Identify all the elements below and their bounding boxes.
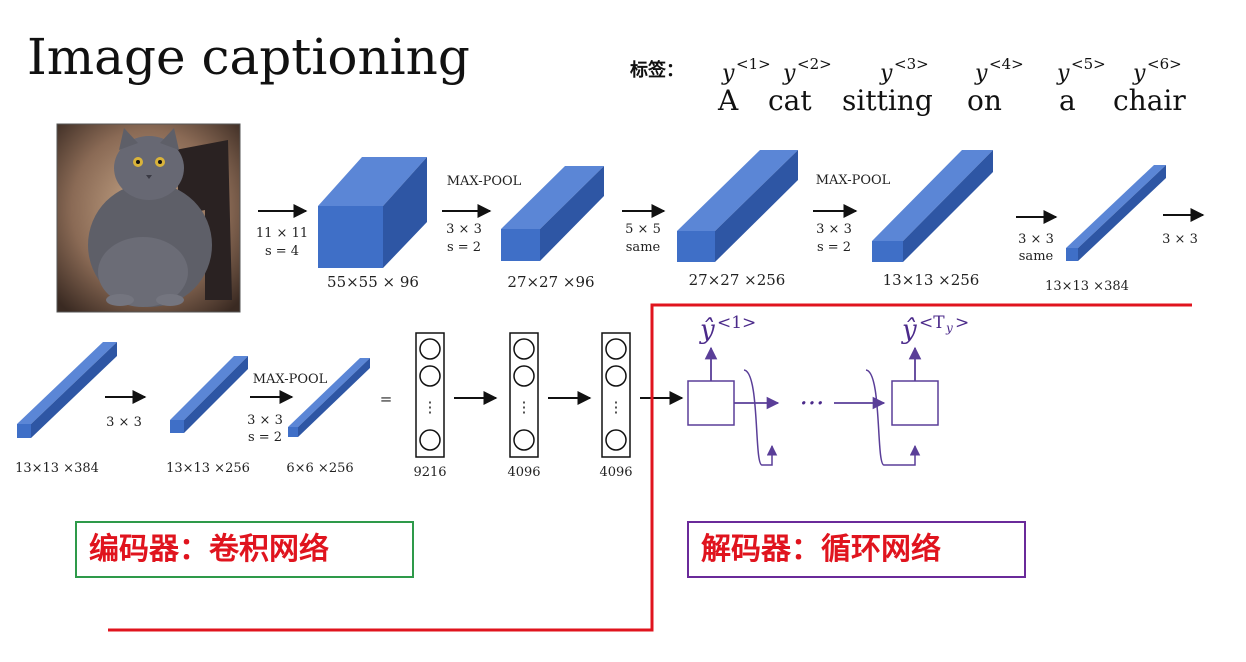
rnn-output-sup-T: <T (919, 313, 945, 333)
decoder-label: 解码器：循环网络 (687, 521, 1026, 578)
caption-word-3: sitting (842, 84, 933, 117)
op-line1: 3 × 3 (106, 415, 142, 430)
fc-size-label: 9216 (413, 465, 446, 480)
caption-y-5: y (1056, 61, 1070, 86)
op-conv-3x3-a: 3 × 3 (1162, 208, 1205, 247)
op-line1: 3 × 3 (816, 222, 852, 237)
volume-4: 13×13 ×256 (872, 150, 993, 289)
volume-label: 6×6 ×256 (286, 461, 353, 476)
caption-y-sup-2: <2> (797, 55, 832, 73)
op-line1: 3 × 3 (247, 413, 283, 428)
op-line2: s = 2 (817, 240, 851, 255)
fc-size-label: 4096 (599, 465, 632, 480)
rnn-output-sup-1: <1> (717, 313, 756, 333)
op-top: MAX-POOL (447, 174, 522, 189)
caption-word-4: on (967, 84, 1002, 117)
caption-tokens: y <1> y <2> y <3> y <4> y <5> y <6> A ca… (717, 55, 1186, 117)
volume-8: 6×6 ×256 (286, 358, 370, 476)
volume-2: 27×27 ×96 (501, 166, 604, 291)
neuron-dots: ⋮ (517, 398, 532, 416)
neuron-icon (419, 338, 441, 360)
volume-label: 55×55 × 96 (327, 273, 419, 291)
encoder-decoder-divider (108, 303, 1192, 632)
cat-photo (56, 123, 241, 313)
op-line1: 3 × 3 (1162, 232, 1198, 247)
caption-y-1: y (721, 61, 735, 86)
equals-sign: = (380, 390, 393, 408)
volume-5: 13×13 ×384 (1045, 165, 1166, 294)
neuron-icon (513, 365, 535, 387)
volume-6: 13×13 ×384 (15, 342, 117, 476)
volume-label: 13×13 ×256 (166, 461, 250, 476)
volume-label: 13×13 ×384 (15, 461, 99, 476)
volume-3: 27×27 ×256 (677, 150, 798, 289)
rnn-output-close-T: > (955, 313, 969, 333)
op-maxpool-3: MAX-POOL 3 × 3 s = 2 (247, 372, 328, 445)
op-line1: 3 × 3 (446, 222, 482, 237)
neuron-dots: ⋮ (423, 398, 438, 416)
caption-word-6: chair (1113, 84, 1186, 117)
page-title: Image captioning (27, 28, 470, 86)
neuron-dots: ⋮ (609, 398, 624, 416)
op-line2: s = 2 (248, 430, 282, 445)
caption-y-2: y (782, 61, 796, 86)
volume-label: 27×27 ×96 (507, 273, 594, 291)
caption-y-sup-3: <3> (894, 55, 929, 73)
rnn-output-sub-T: y (945, 321, 953, 335)
caption-word-1: A (717, 84, 739, 117)
volume-label: 27×27 ×256 (689, 271, 786, 289)
op-conv-3x3-same: 3 × 3 same (1016, 210, 1058, 264)
caption-y-sup-1: <1> (736, 55, 771, 73)
rnn-cell-1 (687, 380, 735, 426)
caption-prefix: 标签： (629, 59, 684, 81)
op-maxpool-1: MAX-POOL 3 × 3 s = 2 (442, 174, 522, 255)
caption-y-sup-5: <5> (1071, 55, 1106, 73)
rnn-output-hat-T: ŷ (901, 315, 917, 345)
fc-size-label: 4096 (507, 465, 540, 480)
caption-word-5: a (1059, 84, 1076, 117)
op-line2: s = 2 (447, 240, 481, 255)
volume-7: 13×13 ×256 (166, 356, 250, 476)
op-line1: 11 × 11 (256, 226, 308, 241)
op-line1: 3 × 3 (1018, 232, 1054, 247)
caption-y-sup-4: <4> (989, 55, 1024, 73)
volume-label: 13×13 ×384 (1045, 279, 1129, 294)
neuron-icon (605, 338, 627, 360)
op-top: MAX-POOL (253, 372, 328, 387)
neuron-icon (605, 365, 627, 387)
caption-word-2: cat (768, 84, 812, 117)
neuron-icon (513, 338, 535, 360)
op-conv-3x3-b: 3 × 3 (105, 390, 147, 430)
rnn-cell-T (891, 380, 939, 426)
rnn-output-hat-1: ŷ (699, 315, 715, 345)
op-top: MAX-POOL (816, 173, 891, 188)
neuron-icon (419, 365, 441, 387)
volume-label: 13×13 ×256 (883, 271, 980, 289)
caption-y-3: y (879, 61, 893, 86)
rnn-ellipsis: ··· (800, 389, 825, 419)
neuron-icon (605, 429, 627, 451)
op-line2: same (1019, 249, 1054, 264)
rnn-decoder: ŷ <1> ··· ŷ <T y > (687, 313, 969, 466)
fc-layer-1: ⋮ 9216 (413, 332, 447, 480)
op-conv-11x11: 11 × 11 s = 4 (256, 204, 308, 259)
fc-layer-3: ⋮ 4096 (599, 332, 633, 480)
caption-y-sup-6: <6> (1147, 55, 1182, 73)
feedback-curve-1 (743, 369, 778, 466)
op-line2: s = 4 (265, 244, 299, 259)
op-line1: 5 × 5 (625, 222, 661, 237)
volume-1: 55×55 × 96 (318, 157, 427, 291)
encoder-label: 编码器：卷积网络 (75, 521, 414, 578)
op-maxpool-2: MAX-POOL 3 × 3 s = 2 (813, 173, 891, 255)
fc-layer-2: ⋮ 4096 (507, 332, 541, 480)
neuron-icon (513, 429, 535, 451)
caption-y-6: y (1132, 61, 1146, 86)
op-line2: same (626, 240, 661, 255)
feedback-curve-2 (865, 369, 921, 466)
neuron-icon (419, 429, 441, 451)
caption-y-4: y (974, 61, 988, 86)
op-conv-5x5: 5 × 5 same (622, 204, 666, 255)
